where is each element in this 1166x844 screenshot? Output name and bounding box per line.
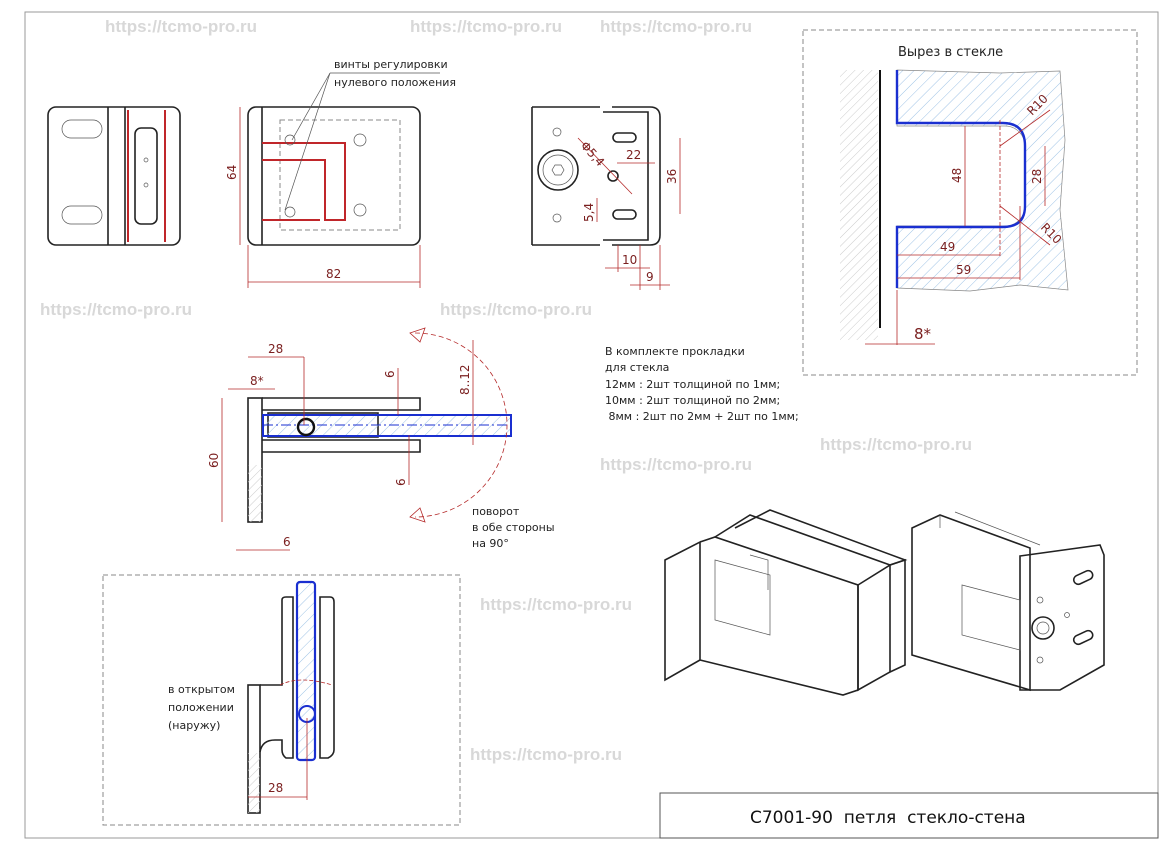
rotation-note-1: поворот	[472, 505, 520, 518]
dim-8-section: 8*	[250, 374, 264, 388]
watermark: https://tcmo-pro.ru	[600, 17, 752, 36]
callout-line1: винты регулировки	[334, 58, 448, 71]
dim-6-bottom: 6	[394, 478, 408, 486]
sheet-border	[24, 11, 1159, 839]
kit-note-5: 8мм : 2шт по 2мм + 2шт по 1мм;	[605, 410, 799, 423]
watermark: https://tcmo-pro.ru	[105, 17, 257, 36]
dim-60: 60	[207, 453, 221, 468]
dim-59: 59	[956, 263, 971, 277]
dim-6-top: 6	[383, 370, 397, 378]
open-label-3: (наружу)	[168, 719, 220, 732]
callout-line2: нулевого положения	[334, 76, 456, 89]
rotation-note-3: на 90°	[472, 537, 509, 550]
dim-8-cut: 8*	[914, 325, 932, 343]
watermark: https://tcmo-pro.ru	[820, 435, 972, 454]
end-view: Φ5,4 22 36 5,4 10 9	[531, 106, 681, 290]
cutout-title: Вырез в стекле	[898, 45, 1003, 60]
rotation-note-2: в обе стороны	[472, 521, 555, 534]
kit-note-4: 10мм : 2шт толщиной по 2мм;	[605, 394, 780, 407]
dim-10: 10	[622, 253, 637, 267]
dim-28-open: 28	[268, 781, 283, 795]
kit-note-2: для стекла	[605, 361, 669, 374]
dim-64: 64	[225, 165, 239, 180]
isometric-view-back	[911, 511, 1105, 692]
dim-36: 36	[665, 169, 679, 184]
front-view: винты регулировки нулевого положения 64 …	[225, 58, 456, 288]
title-block: C7001-90 петля стекло-стена	[659, 792, 1159, 839]
section-view: 28 8* 60 6 6 8..12 6 поворот в обе сторо…	[207, 327, 555, 551]
watermark-layer: https://tcmo-pro.ru https://tcmo-pro.ru ht…	[40, 17, 972, 764]
dim-glass-thickness: 8..12	[458, 364, 472, 395]
cutout-view: Вырез в стекле 48 28 R10 R10 49 59 8*	[802, 29, 1138, 376]
dim-hole: Φ5,4	[578, 139, 607, 170]
kit-note-3: 12мм : 2шт толщиной по 1мм;	[605, 378, 780, 391]
kit-note-1: В комплекте прокладки	[605, 345, 745, 358]
kit-note: В комплекте прокладки для стекла 12мм : …	[605, 345, 799, 423]
dim-28-cut: 28	[1030, 169, 1044, 184]
watermark: https://tcmo-pro.ru	[40, 300, 192, 319]
isometric-view-front	[664, 509, 908, 696]
open-label-1: в открытом	[168, 683, 235, 696]
dim-6-base: 6	[283, 535, 291, 549]
drawing-title: C7001-90 петля стекло-стена	[750, 808, 1026, 828]
side-view	[47, 106, 181, 246]
open-position-view: в открытом положении (наружу) 28	[102, 574, 461, 826]
dim-5-4: 5,4	[582, 203, 596, 222]
dim-48: 48	[950, 168, 964, 183]
open-label-2: положении	[168, 701, 234, 714]
watermark: https://tcmo-pro.ru	[440, 300, 592, 319]
dim-22: 22	[626, 148, 641, 162]
dim-28-section: 28	[268, 342, 283, 356]
dim-82: 82	[326, 267, 341, 281]
watermark: https://tcmo-pro.ru	[600, 455, 752, 474]
watermark: https://tcmo-pro.ru	[470, 745, 622, 764]
watermark: https://tcmo-pro.ru	[480, 595, 632, 614]
dim-49: 49	[940, 240, 955, 254]
watermark: https://tcmo-pro.ru	[410, 17, 562, 36]
dim-9: 9	[646, 270, 654, 284]
